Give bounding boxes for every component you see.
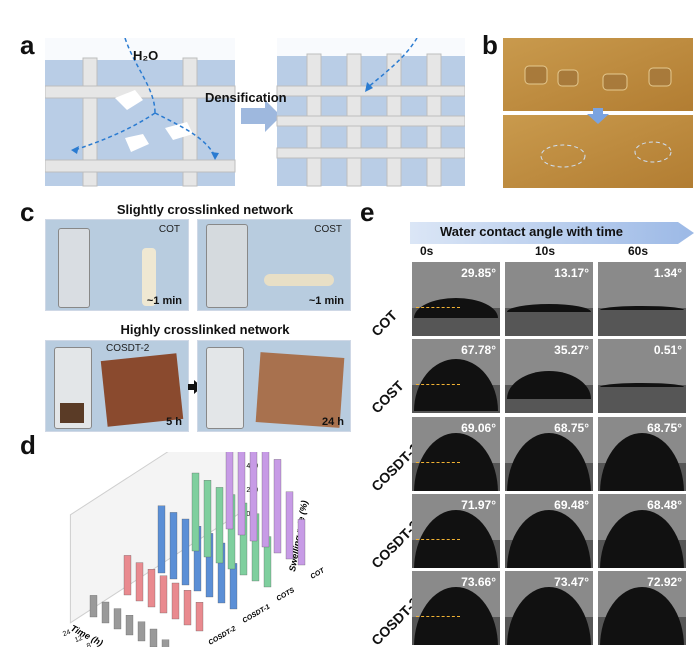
contact-angle-image: 35.27° [505,339,593,413]
bar [89,595,98,618]
contact-angle-value: 29.85° [461,266,496,280]
bar [229,563,238,610]
bar [297,519,306,566]
contact-angle-image: 68.48° [598,494,686,568]
time-column-header: 0s [420,244,434,258]
bar [225,452,234,530]
bar [203,480,212,558]
contact-angle-image: 68.75° [598,417,686,491]
bar [273,459,282,554]
cosdt2-time-24h: 24 h [321,416,344,428]
bar [237,452,246,536]
contact-angle-value: 1.34° [653,266,682,280]
time-tick-label: 24 [62,629,72,638]
cot-time: ~1 min [146,295,182,307]
sample-row-label: COST [368,377,407,417]
contact-angle-value: 68.75° [554,421,589,435]
cosdt2-time-5h: 5 h [166,416,182,428]
series-label: COSDT-1 [242,603,272,624]
bar [181,518,190,586]
bar [171,582,180,620]
highly-crosslinked-title: Highly crosslinked network [120,322,290,337]
panel-e-label: e [360,197,375,227]
contact-angle-image: 1.34° [598,262,686,336]
contact-angle-image: 67.78° [412,339,500,413]
bar [137,621,146,642]
contact-angle-value: 71.97° [461,498,496,512]
bar [183,590,192,626]
contact-angle-value: 0.51° [653,343,682,357]
cost-photo-label: COST [314,224,342,235]
contact-angle-value: 73.47° [554,575,589,589]
cot-photo-label: COT [158,224,180,235]
bar [159,575,168,614]
contact-angle-value: 35.27° [554,343,589,357]
panel-b-label: b [482,30,498,60]
cost-time: ~1 min [308,295,344,307]
contact-angle-image: 73.66° [412,571,500,645]
series-label: COSDT-2 [208,625,238,646]
densification-label: Densification [205,90,287,105]
time-tick-label: 8 [86,642,92,647]
contact-angle-value: 68.75° [647,421,682,435]
contact-angle-value: 72.92° [647,575,682,589]
bar [261,452,270,548]
panel-a-label: a [20,30,35,60]
time-column-header: 10s [535,244,556,258]
contact-angle-value: 13.17° [554,266,589,280]
contact-angle-image: 29.85° [412,262,500,336]
bar [169,512,178,580]
banner-arrow [410,222,694,244]
photo-cosdt2-24h: 24 h [197,340,351,432]
bar [215,487,224,564]
photo-cosdt2-5h: COSDT-2 5 h [45,340,189,432]
time-column-header: 60s [628,244,649,258]
panel-b-photo [503,38,693,188]
series-label: COTS [276,587,297,603]
bar [113,608,122,630]
panel-c-label: c [20,197,35,227]
contact-angle-image: 0.51° [598,339,686,413]
contact-angle-image: 73.47° [505,571,593,645]
cosdt2-photo-label: COSDT-2 [106,343,150,354]
bar [195,602,204,632]
bar [101,601,110,624]
contact-angle-value: 73.66° [461,575,496,589]
contact-angle-image: 69.48° [505,494,593,568]
contact-angle-banner: Water contact angle with time [440,224,623,239]
contact-angle-image: 69.06° [412,417,500,491]
bar [135,562,144,602]
photo-cot: COT ~1 min [45,219,189,311]
bar [157,505,166,574]
bar [191,472,200,552]
panel-a-diagram [45,38,465,187]
contact-angle-image: 68.75° [505,417,593,491]
panel-d-label: d [20,430,36,460]
contact-angle-image: 71.97° [412,494,500,568]
bar [123,555,132,596]
sample-row-label: COT [368,307,401,340]
contact-angle-value: 69.48° [554,498,589,512]
series-label: COT [310,567,327,581]
time-tick-label: 12 [74,635,84,644]
swelling-rate-chart: 0200400600800Swelling rate (%)COSDT-3COS… [62,452,327,647]
contact-angle-value: 67.78° [461,343,496,357]
bar [161,639,170,647]
bar [285,491,294,560]
water-label: H₂O [133,48,159,63]
contact-angle-image: 72.92° [598,571,686,645]
contact-angle-value: 69.06° [461,421,496,435]
photo-cost: COST ~1 min [197,219,351,311]
slightly-crosslinked-title: Slightly crosslinked network [116,202,294,217]
arrow-right-icon [188,380,202,394]
bar [149,628,158,647]
bar [147,569,156,608]
contact-angle-image: 13.17° [505,262,593,336]
bar [249,452,258,542]
bar [125,615,134,636]
y-tick-label: 0 [246,511,250,518]
contact-angle-value: 68.48° [647,498,682,512]
